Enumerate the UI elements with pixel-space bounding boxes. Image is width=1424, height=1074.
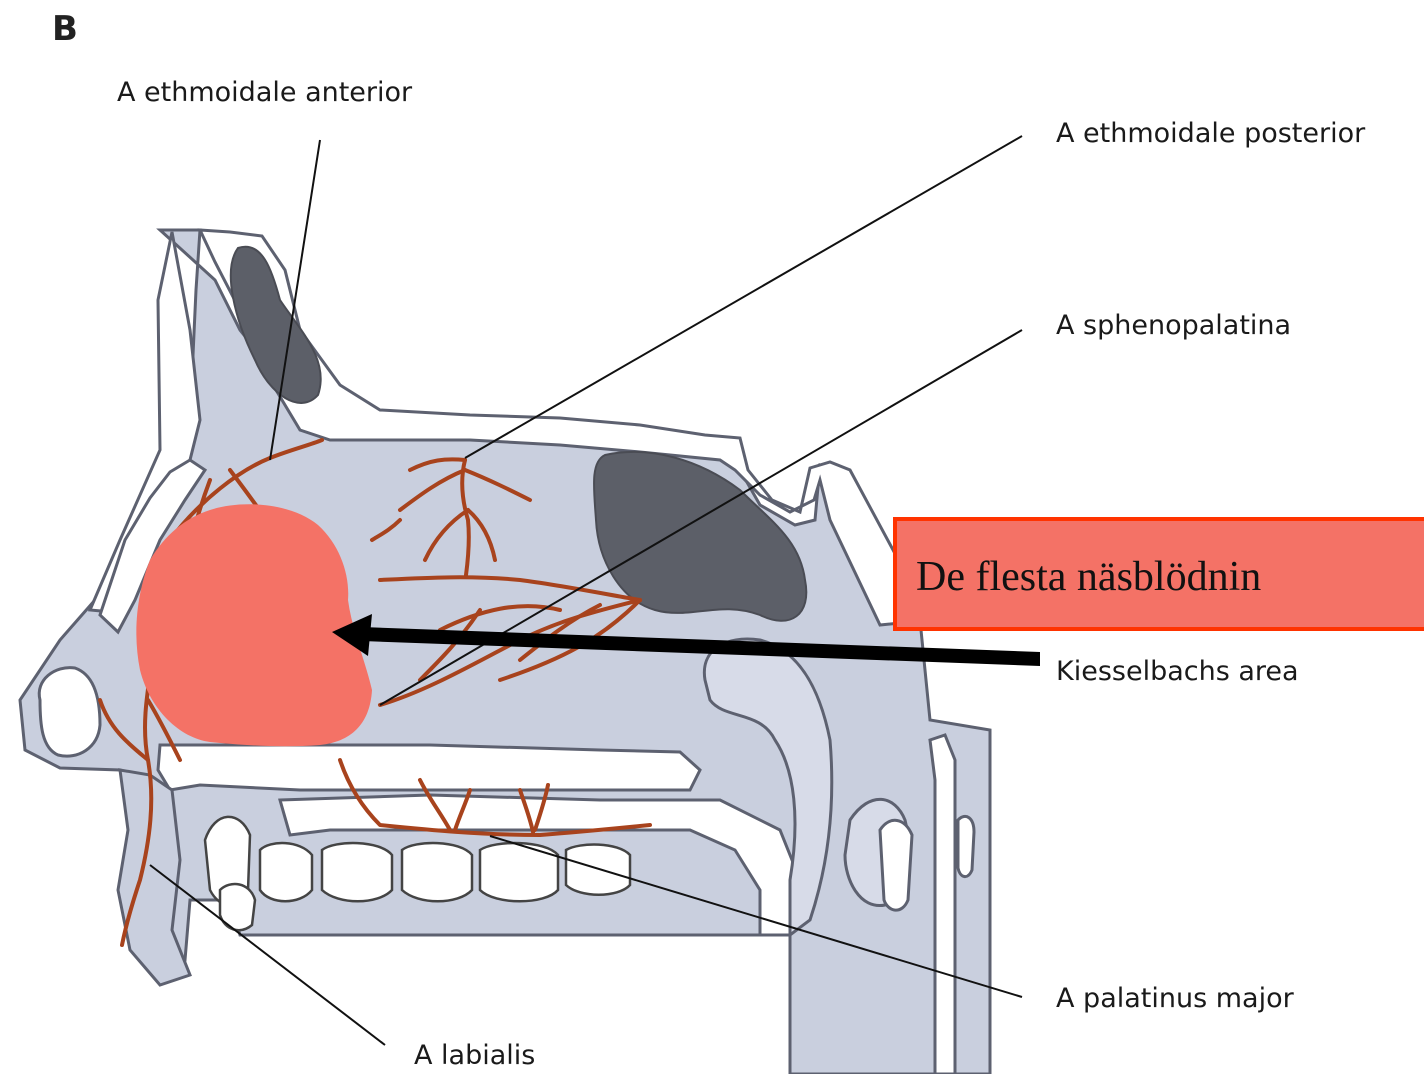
epiglottis — [880, 820, 912, 910]
vertebra-edge — [930, 735, 955, 1074]
premolar-tooth — [322, 843, 392, 901]
premolar-tooth — [260, 843, 312, 901]
nose-ala — [39, 668, 100, 757]
label-ethmoidale-anterior: A ethmoidale anterior — [117, 77, 413, 108]
label-kiesselbachs-area: Kiesselbachs area — [1056, 656, 1299, 687]
callout-text: De flesta näsblödnin — [916, 554, 1261, 600]
hard-palate — [158, 745, 700, 790]
panel-letter: B — [52, 9, 78, 49]
label-palatinus-major: A palatinus major — [1056, 983, 1295, 1014]
label-labialis: A labialis — [414, 1040, 535, 1071]
cartilage-ring — [958, 816, 974, 876]
label-ethmoidale-posterior: A ethmoidale posterior — [1056, 118, 1366, 149]
leader-ethmoidale-posterior — [465, 136, 1022, 458]
callout: De flesta näsblödnin — [895, 519, 1424, 629]
molar-tooth — [402, 843, 472, 901]
molar-tooth — [480, 843, 558, 901]
label-sphenopalatina: A sphenopalatina — [1056, 310, 1291, 341]
